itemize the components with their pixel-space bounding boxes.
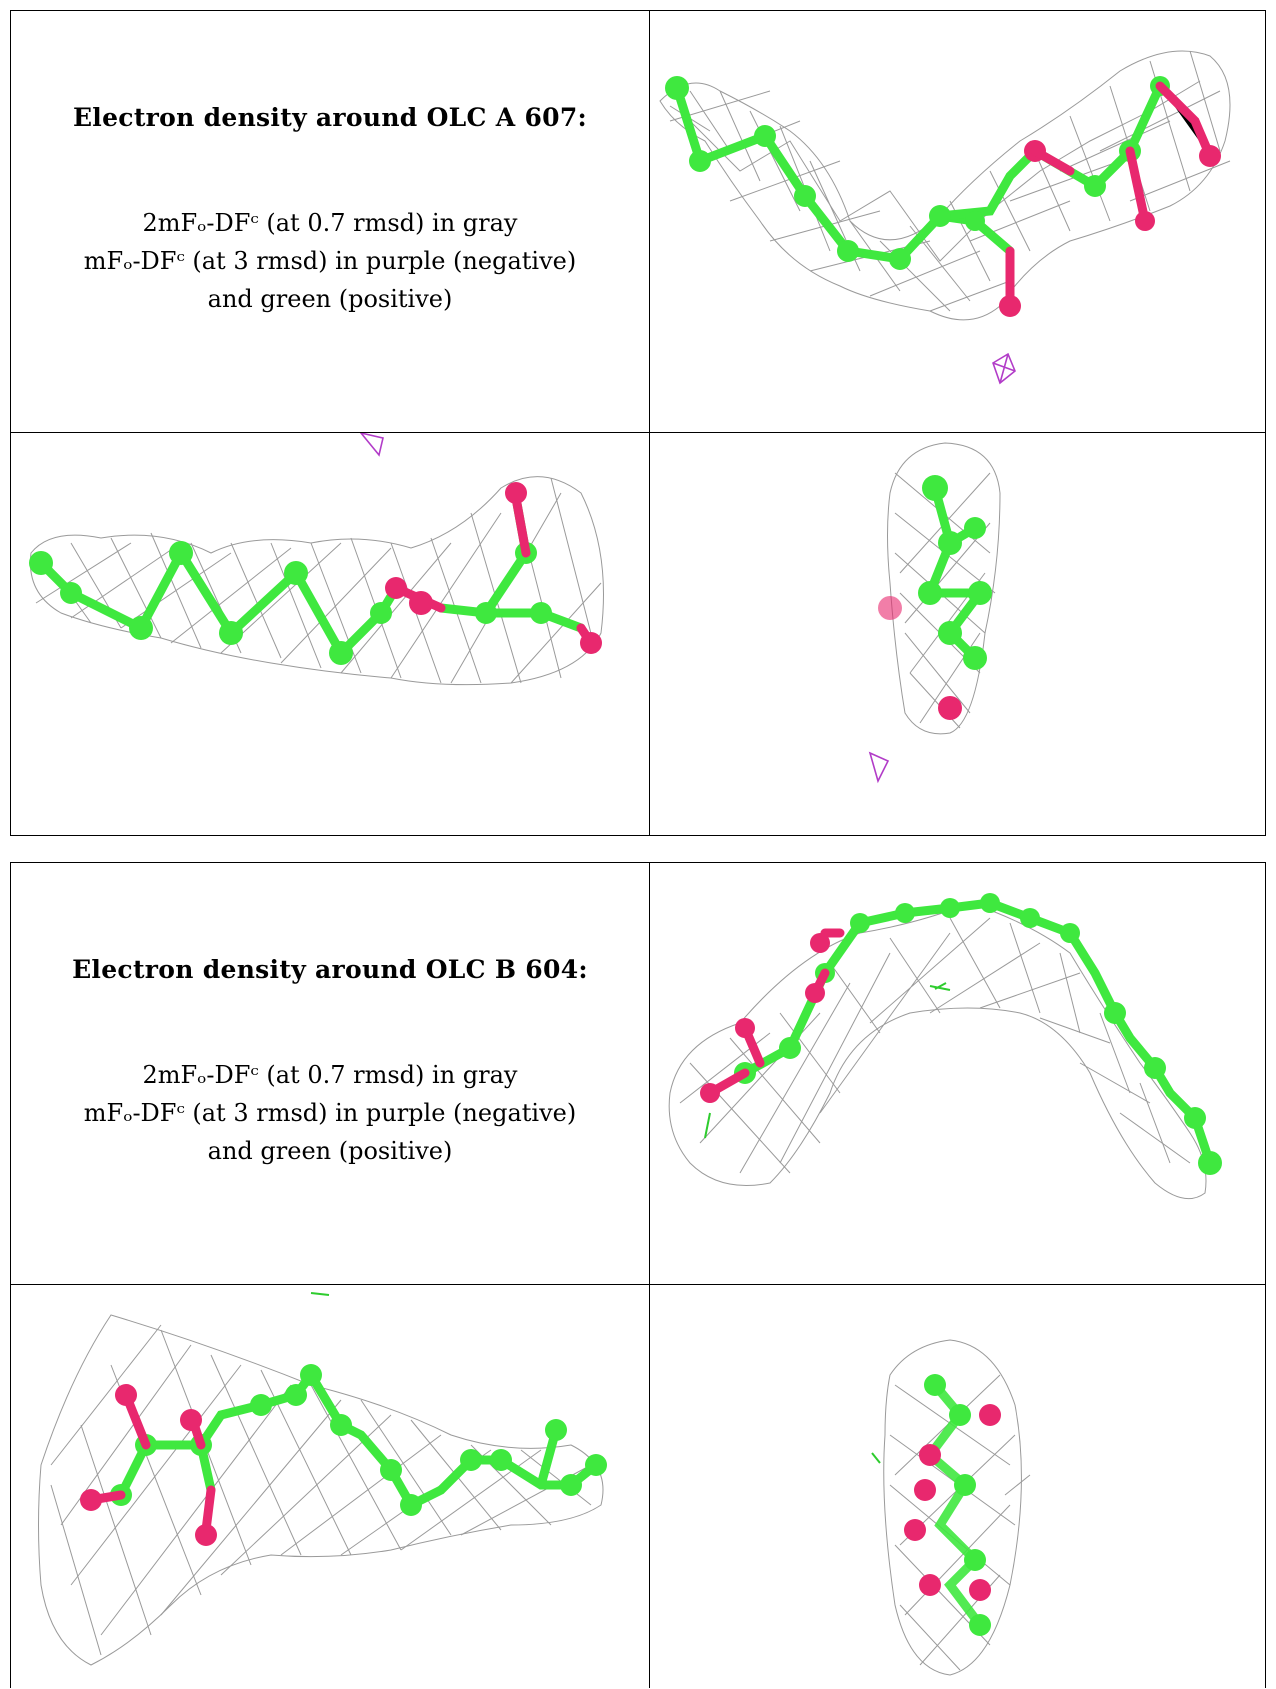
negative-density-blob bbox=[359, 433, 384, 457]
molecule-view-front bbox=[11, 1285, 649, 1689]
density-table-olc-b-604: Electron density around OLC B 604: 2mFₒ-… bbox=[10, 862, 1266, 1688]
legend-mfo-line: mFₒ-DFᶜ (at 3 rmsd) in purple (negative) bbox=[83, 247, 577, 275]
negative-density-blob bbox=[992, 352, 1016, 385]
negative-density-blob bbox=[868, 751, 890, 784]
panel-title: Electron density around OLC B 604: bbox=[72, 955, 588, 984]
ligand-oxygen-atoms bbox=[385, 482, 602, 654]
molecule-view-end-on bbox=[650, 1285, 1267, 1689]
ligand-oxygen-atoms bbox=[904, 1404, 1001, 1601]
ligand-oxygen-atoms bbox=[878, 596, 962, 720]
legend-2mfo-line: 2mFₒ-DFᶜ (at 0.7 rmsd) in gray bbox=[142, 1061, 518, 1089]
ligand-carbon-atoms bbox=[29, 541, 552, 665]
ligand-bonds bbox=[36, 493, 586, 661]
density-mesh bbox=[659, 50, 1231, 321]
column-divider bbox=[649, 863, 650, 1688]
legend-green-line: and green (positive) bbox=[207, 1137, 453, 1165]
column-divider bbox=[649, 11, 650, 835]
positive-density-blob bbox=[871, 1452, 881, 1464]
row-divider bbox=[11, 1284, 1265, 1285]
ligand-bonds bbox=[740, 898, 1215, 1168]
density-table-olc-a-607: Electron density around OLC A 607: 2mFₒ-… bbox=[10, 10, 1266, 836]
panel-description: 2mFₒ-DFᶜ (at 0.7 rmsd) in gray mFₒ-DFᶜ (… bbox=[11, 204, 649, 318]
molecule-view-side bbox=[650, 11, 1267, 432]
ligand-carbon-atoms bbox=[734, 893, 1222, 1175]
legend-2mfo-line: 2mFₒ-DFᶜ (at 0.7 rmsd) in gray bbox=[142, 209, 518, 237]
panel-title: Electron density around OLC A 607: bbox=[72, 103, 588, 132]
ligand-carbon-atoms bbox=[665, 76, 1170, 270]
legend-mfo-line: mFₒ-DFᶜ (at 3 rmsd) in purple (negative) bbox=[83, 1099, 577, 1127]
caption-cell: Electron density around OLC B 604: 2mFₒ-… bbox=[11, 863, 649, 1284]
ligand-oxygen-atoms bbox=[700, 933, 830, 1103]
density-mesh bbox=[668, 902, 1207, 1200]
ligand-carbon-atoms bbox=[918, 475, 992, 670]
ligand-oxygen-atoms bbox=[80, 1384, 217, 1546]
molecule-view-end-on bbox=[650, 433, 1267, 837]
caption-cell: Electron density around OLC A 607: 2mFₒ-… bbox=[11, 11, 649, 432]
positive-density-blob bbox=[310, 1292, 330, 1296]
panel-description: 2mFₒ-DFᶜ (at 0.7 rmsd) in gray mFₒ-DFᶜ (… bbox=[11, 1056, 649, 1170]
ligand-carbon-atoms bbox=[924, 1374, 991, 1636]
ligand-bonds bbox=[116, 1370, 601, 1511]
molecule-view-front bbox=[11, 433, 649, 837]
molecule-view-side bbox=[650, 863, 1267, 1284]
row-divider bbox=[11, 432, 1265, 433]
positive-density-blob bbox=[704, 982, 951, 1139]
legend-green-line: and green (positive) bbox=[207, 285, 453, 313]
ligand-carbon-atoms bbox=[110, 1364, 607, 1516]
density-mesh bbox=[883, 1339, 1031, 1676]
